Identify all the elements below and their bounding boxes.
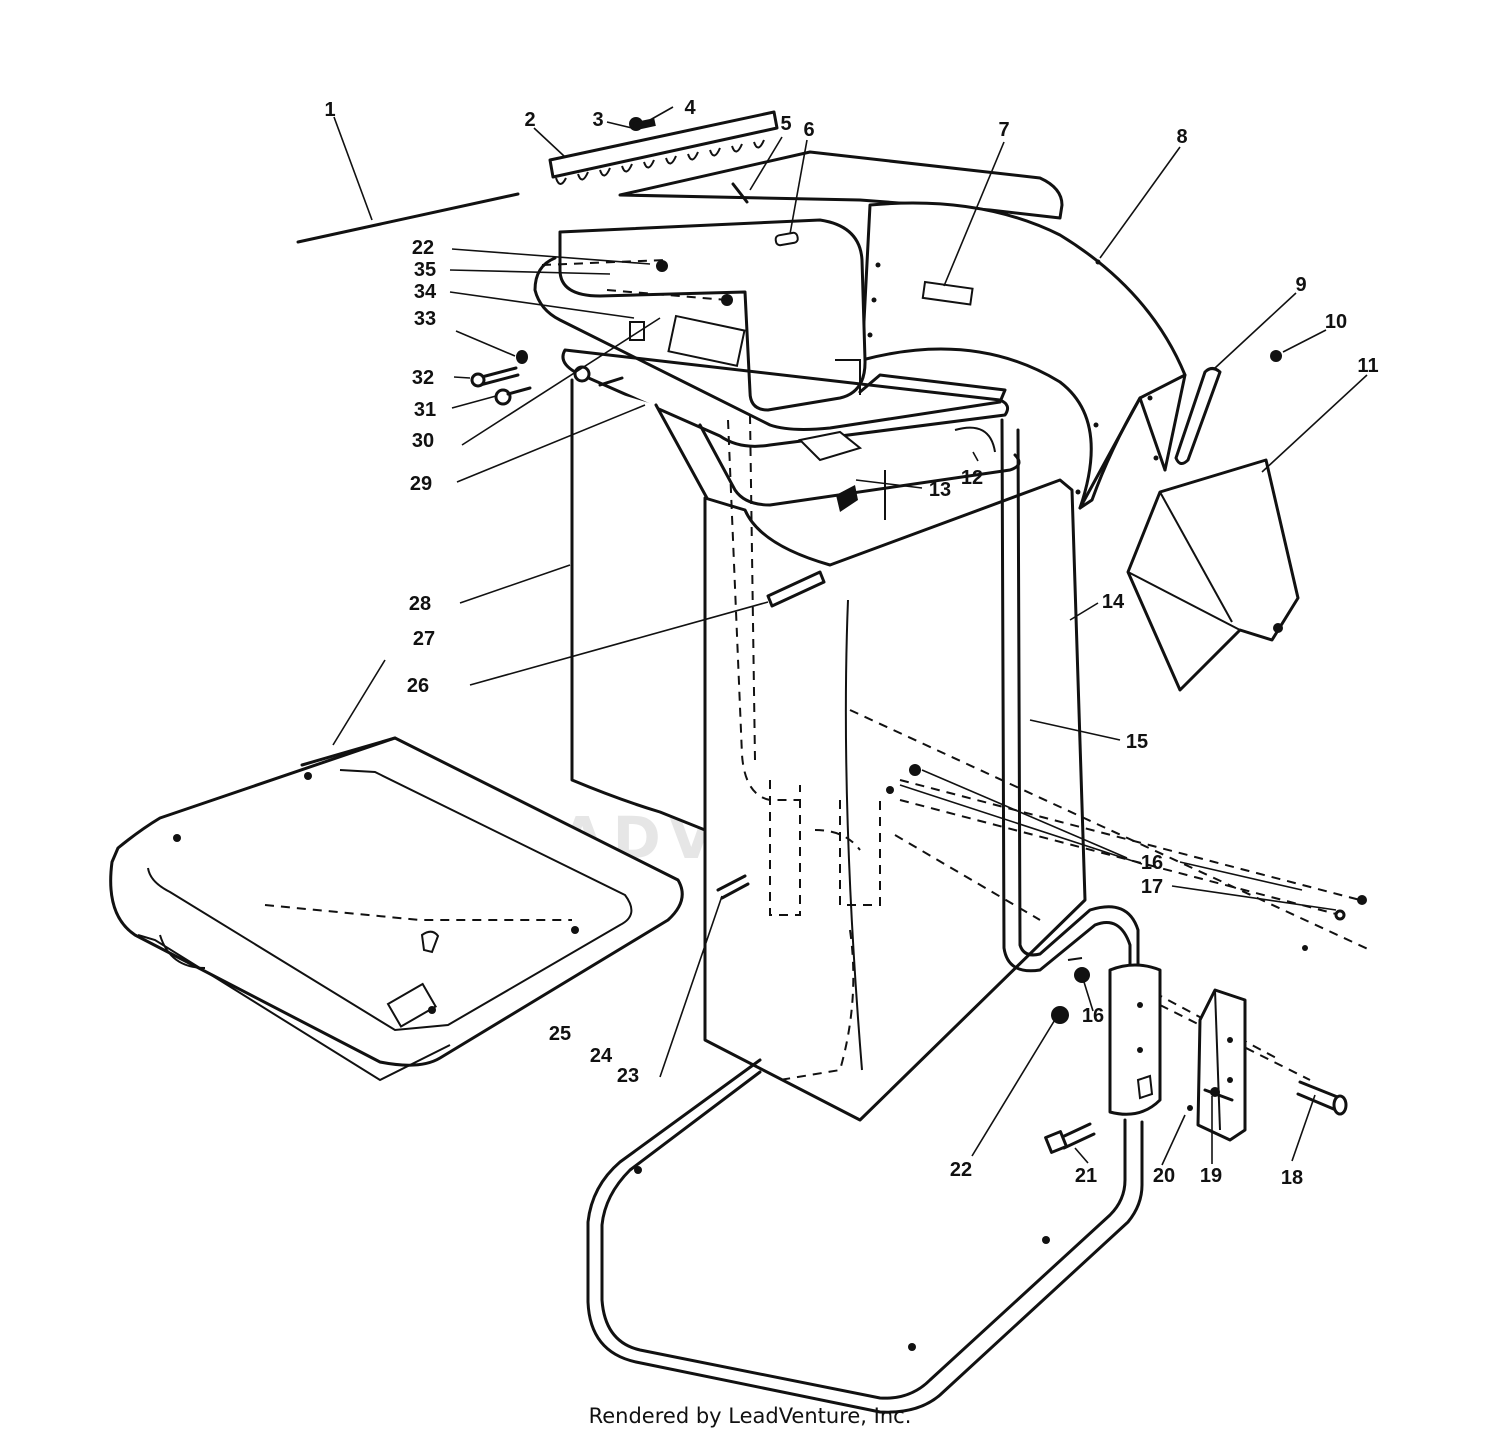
callout-22-lower: 22	[950, 1159, 972, 1181]
part-9-strap	[1174, 367, 1222, 465]
callout-14: 14	[1102, 591, 1125, 613]
callout-35: 35	[414, 259, 436, 281]
callout-6: 6	[803, 119, 814, 141]
callout-26: 26	[407, 675, 429, 697]
part-3-4-bolt	[629, 117, 656, 131]
callout-8: 8	[1176, 126, 1187, 148]
hood-housing	[533, 218, 1007, 431]
callout-31: 31	[414, 399, 436, 421]
footer-credit: Rendered by LeadVenture, Inc.	[588, 1404, 912, 1428]
part-20-hinge-plate	[1108, 963, 1247, 1142]
callout-19: 19	[1200, 1165, 1222, 1187]
callout-25: 25	[549, 1023, 571, 1045]
part-21-bolt	[1044, 1122, 1096, 1154]
callout-18: 18	[1281, 1167, 1303, 1189]
callout-27: 27	[413, 628, 435, 650]
callout-24: 24	[590, 1045, 613, 1067]
callout-30: 30	[412, 430, 434, 452]
part-5-screw	[731, 182, 749, 204]
part-27-tray	[109, 736, 684, 1082]
bag-frame	[561, 348, 1021, 512]
callout-21: 21	[1075, 1165, 1097, 1187]
callout-labels: 1 2 3 4 5 6 7 8 9 10 11 12 13 14 15 16 1…	[324, 97, 1378, 1189]
callout-4: 4	[684, 97, 696, 119]
part-11-deflector	[1126, 458, 1300, 692]
part-1-rod	[296, 192, 520, 244]
callout-1: 1	[324, 99, 335, 121]
part-16-17-fasteners	[886, 764, 1367, 951]
callout-16: 16	[1141, 852, 1163, 874]
part-15-upright-tube	[1000, 418, 1140, 983]
part-28-bag-left	[570, 378, 710, 832]
parts-31-32-33-bolts	[470, 350, 624, 406]
part-26-clip	[766, 570, 826, 608]
callout-13: 13	[929, 479, 951, 501]
part-18-bolt	[1296, 1080, 1348, 1116]
callout-29: 29	[410, 473, 432, 495]
callout-11: 11	[1357, 355, 1378, 377]
callout-22-upper: 22	[412, 237, 434, 259]
part-19-bolt	[1203, 1087, 1234, 1102]
part-14-bag-right	[703, 470, 1087, 1122]
part-2-hinge-strip	[548, 110, 779, 185]
part-24-pin	[716, 874, 750, 900]
callout-20: 20	[1153, 1165, 1175, 1187]
part-10-screw	[1270, 350, 1282, 362]
callout-33: 33	[414, 308, 436, 330]
callout-17: 17	[1141, 876, 1163, 898]
callout-5: 5	[780, 113, 791, 135]
callout-28: 28	[409, 593, 431, 615]
callout-10: 10	[1325, 311, 1347, 333]
callout-32: 32	[412, 367, 434, 389]
callout-2: 2	[524, 109, 535, 131]
callout-15: 15	[1126, 731, 1148, 753]
part-23-lower-frame	[586, 1058, 1144, 1414]
leader-lines	[332, 106, 1368, 1166]
callout-3: 3	[592, 109, 603, 131]
callout-23: 23	[617, 1065, 639, 1087]
callout-9: 9	[1295, 274, 1306, 296]
callout-7: 7	[998, 119, 1009, 141]
callout-34: 34	[414, 281, 437, 303]
callout-16-lower: 16	[1082, 1005, 1104, 1027]
callout-12: 12	[961, 467, 983, 489]
part-8-chute	[618, 150, 1187, 510]
